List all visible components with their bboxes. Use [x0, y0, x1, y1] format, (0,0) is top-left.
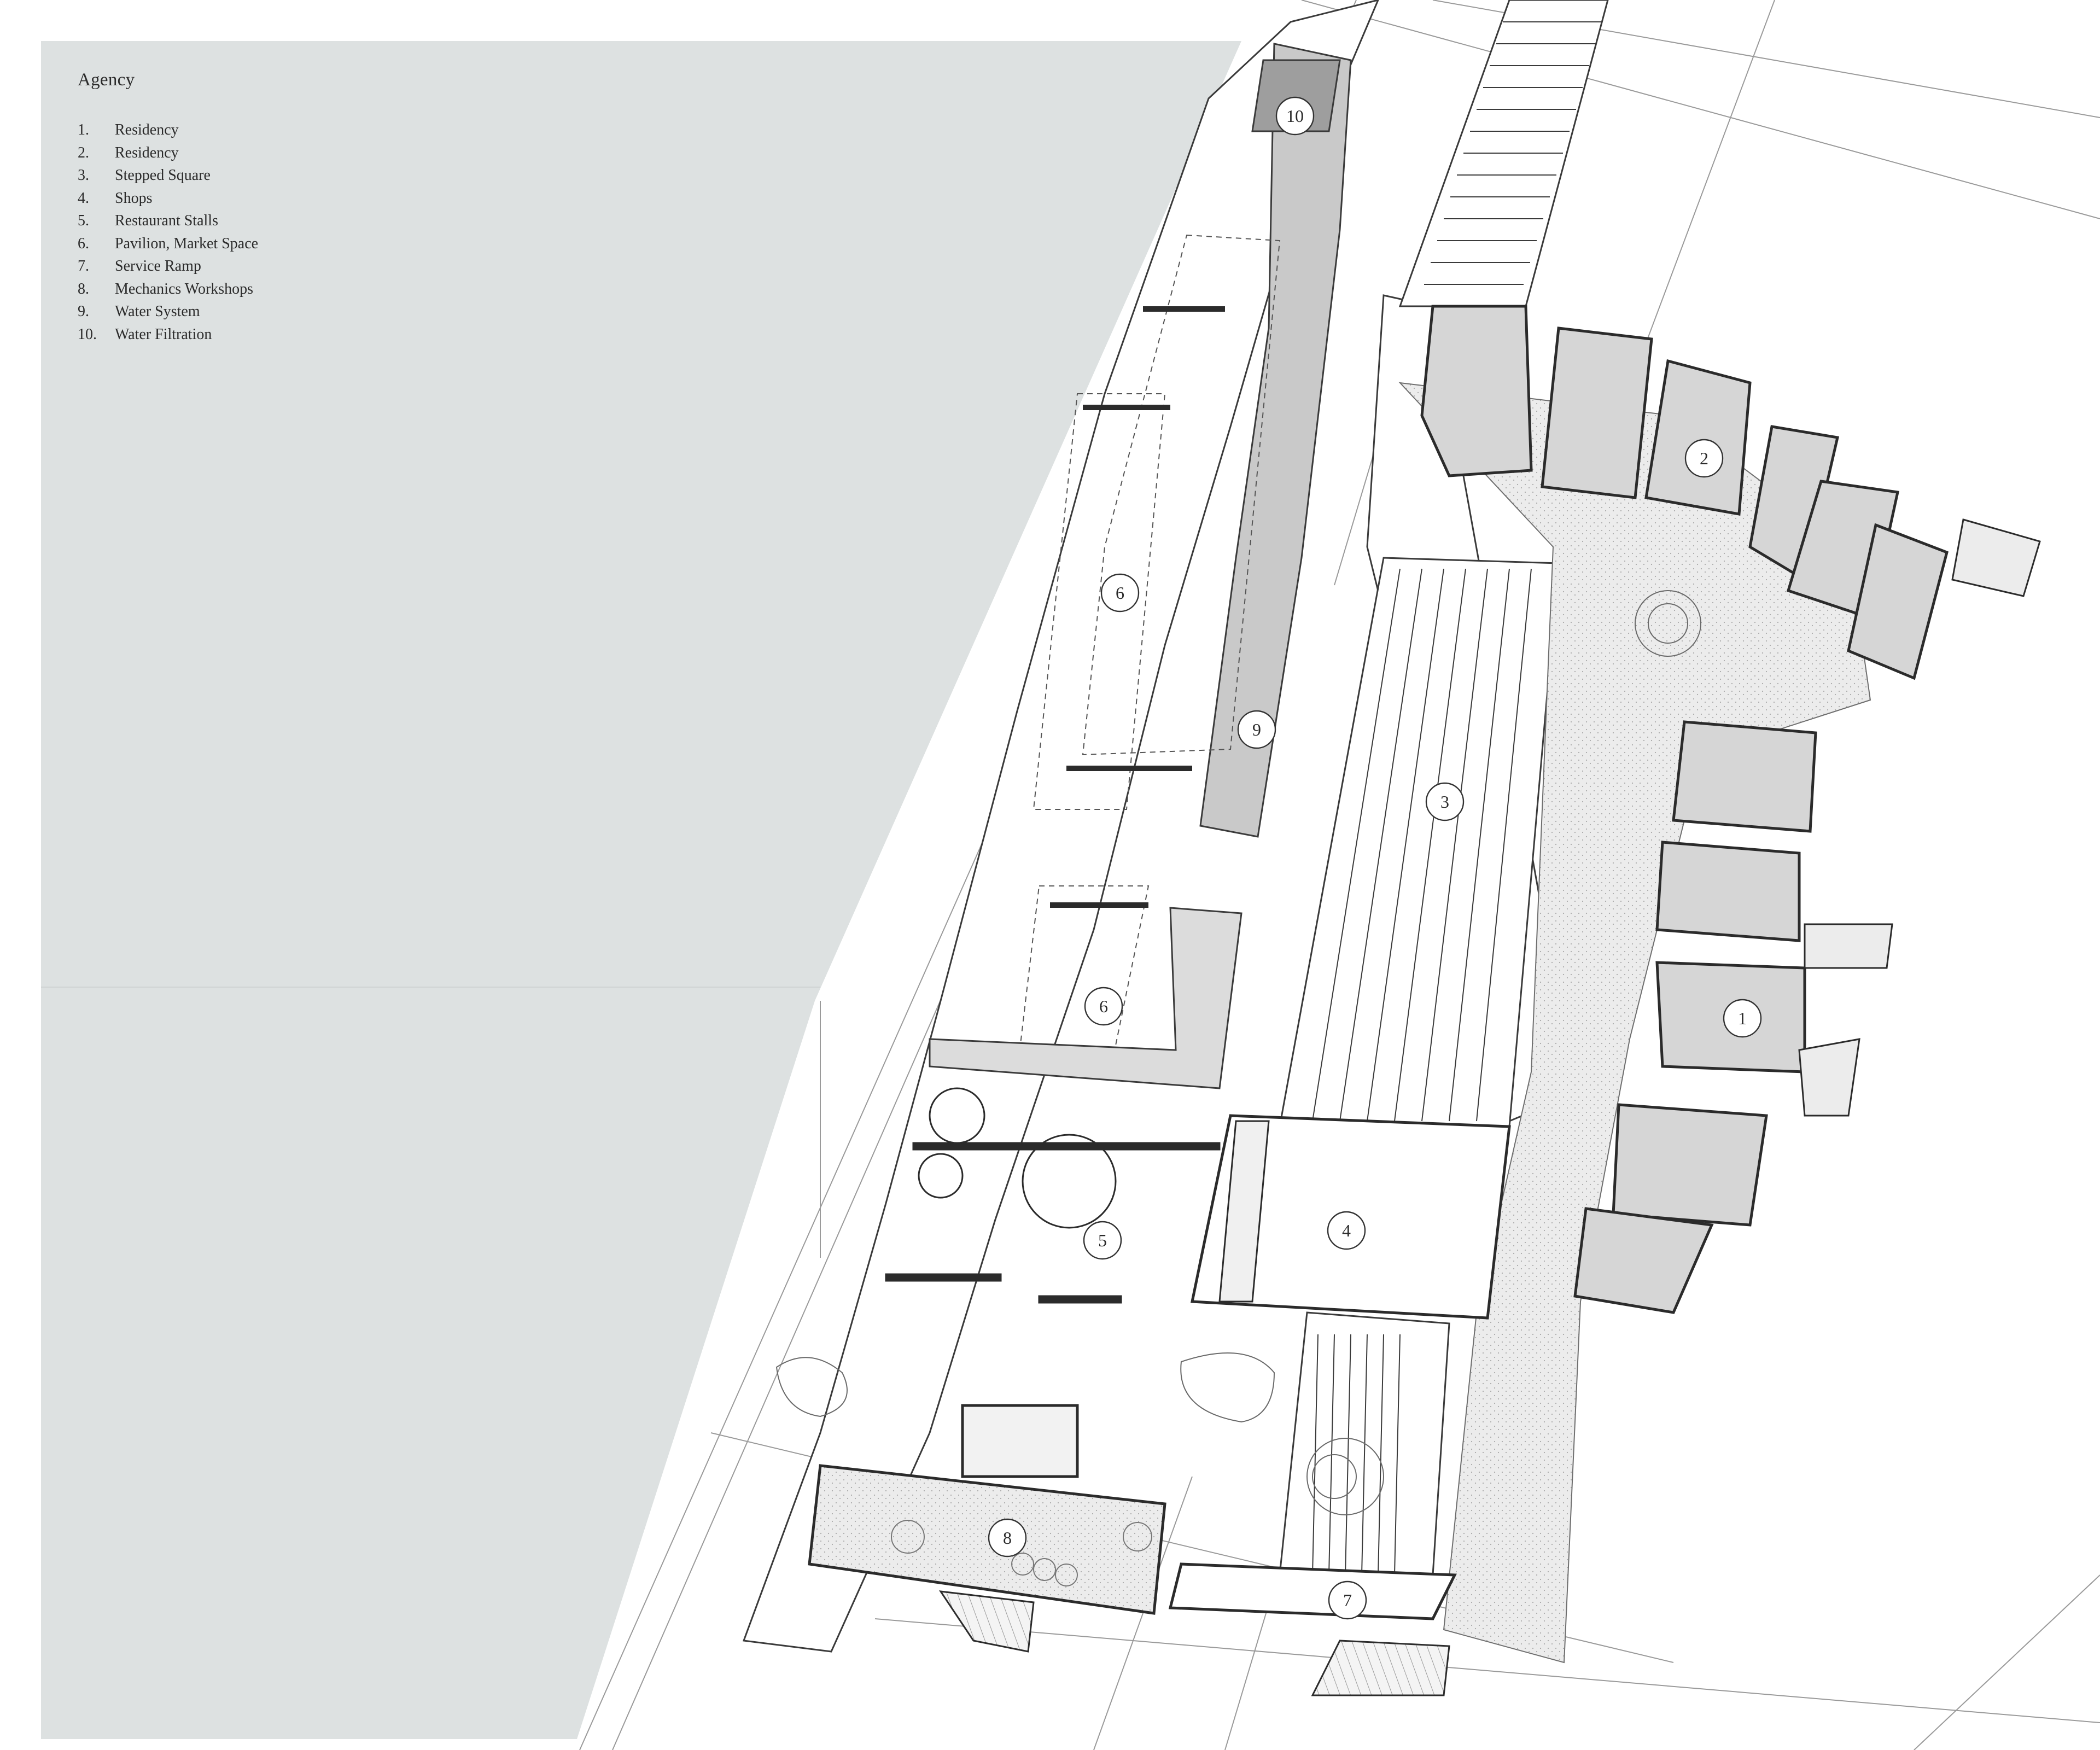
legend-item: 1. Residency	[78, 119, 362, 142]
legend-title: Agency	[78, 70, 135, 90]
svg-text:10: 10	[1286, 106, 1304, 126]
zone-marker-6-south: 6	[1084, 987, 1123, 1026]
legend-item-label: Pavilion, Market Space	[115, 235, 259, 252]
legend-item-label: Service Ramp	[115, 258, 201, 275]
mechanics-workshops	[808, 1404, 1166, 1653]
zone-marker-2: 2	[1684, 439, 1724, 478]
legend-item-label: Mechanics Workshops	[115, 280, 254, 298]
legend-item-number: 10.	[78, 325, 97, 343]
legend-item: 10. Water Filtration	[78, 323, 362, 346]
zone-marker-1: 1	[1723, 999, 1762, 1038]
l-wall	[929, 907, 1242, 1089]
filtration-tank	[1251, 59, 1341, 132]
zone-marker-6-north: 6	[1100, 573, 1140, 612]
legend-item: 6. Pavilion, Market Space	[78, 232, 362, 255]
residency-blocks-north	[1420, 305, 1949, 680]
zone-marker-5: 5	[1083, 1221, 1122, 1260]
zone-marker-9: 9	[1237, 710, 1276, 749]
legend-item-label: Water System	[115, 303, 200, 320]
zone-marker-3: 3	[1425, 782, 1465, 821]
svg-text:7: 7	[1343, 1590, 1352, 1610]
legend-item: 5. Restaurant Stalls	[78, 209, 362, 232]
legend-list: 1. Residency 2. Residency 3. Stepped Squ…	[78, 119, 362, 346]
legend-item-number: 4.	[78, 189, 89, 207]
legend-item: 7. Service Ramp	[78, 255, 362, 278]
legend-item-number: 1.	[78, 121, 89, 138]
zone-marker-4: 4	[1327, 1211, 1366, 1250]
svg-text:6: 6	[1116, 583, 1124, 603]
residency-blocks-east	[1573, 720, 1817, 1314]
stepped-square	[1279, 557, 1560, 1128]
restaurant-stalls	[885, 1087, 1221, 1304]
legend-item-number: 3.	[78, 167, 89, 184]
residency-light-lots	[1798, 518, 2041, 1117]
legend-item-label: Residency	[115, 144, 179, 161]
service-ramp	[1168, 1311, 1457, 1696]
legend-item: 9. Water System	[78, 300, 362, 323]
legend-item: 3. Stepped Square	[78, 164, 362, 187]
svg-text:4: 4	[1342, 1221, 1351, 1240]
legend-item-label: Restaurant Stalls	[115, 212, 218, 229]
legend-item: 2. Residency	[78, 142, 362, 165]
legend-item-label: Water Filtration	[115, 325, 212, 343]
svg-text:2: 2	[1700, 448, 1708, 468]
legend-item: 4. Shops	[78, 187, 362, 210]
zone-markers: 1 2 3 4 5 6 6 7	[988, 96, 1762, 1620]
svg-text:6: 6	[1099, 996, 1108, 1016]
legend-item-number: 9.	[78, 303, 89, 320]
legend-item-label: Stepped Square	[115, 167, 211, 184]
svg-text:1: 1	[1738, 1008, 1747, 1028]
legend-item-number: 5.	[78, 212, 89, 229]
stair-stripes-top	[1398, 0, 1609, 307]
legend-item-number: 2.	[78, 144, 89, 161]
legend-item-number: 6.	[78, 235, 89, 252]
legend-item-number: 7.	[78, 258, 89, 275]
legend-item-number: 8.	[78, 280, 89, 298]
svg-text:5: 5	[1098, 1230, 1107, 1250]
zone-marker-8: 8	[988, 1518, 1027, 1558]
water-channel	[1199, 43, 1352, 838]
zone-marker-7: 7	[1328, 1580, 1367, 1620]
legend-item-label: Residency	[115, 121, 179, 138]
legend-item: 8. Mechanics Workshops	[78, 278, 362, 301]
svg-text:8: 8	[1003, 1528, 1012, 1548]
svg-text:3: 3	[1440, 792, 1449, 812]
trees	[775, 590, 1701, 1515]
svg-text:9: 9	[1252, 720, 1261, 739]
pavilion-columns	[1050, 306, 1225, 908]
legend-item-label: Shops	[115, 189, 153, 207]
zone-marker-10: 10	[1275, 96, 1315, 136]
water-panel	[41, 41, 1241, 1739]
legend: Agency 1. Residency 2. Residency 3. Step…	[78, 70, 362, 346]
